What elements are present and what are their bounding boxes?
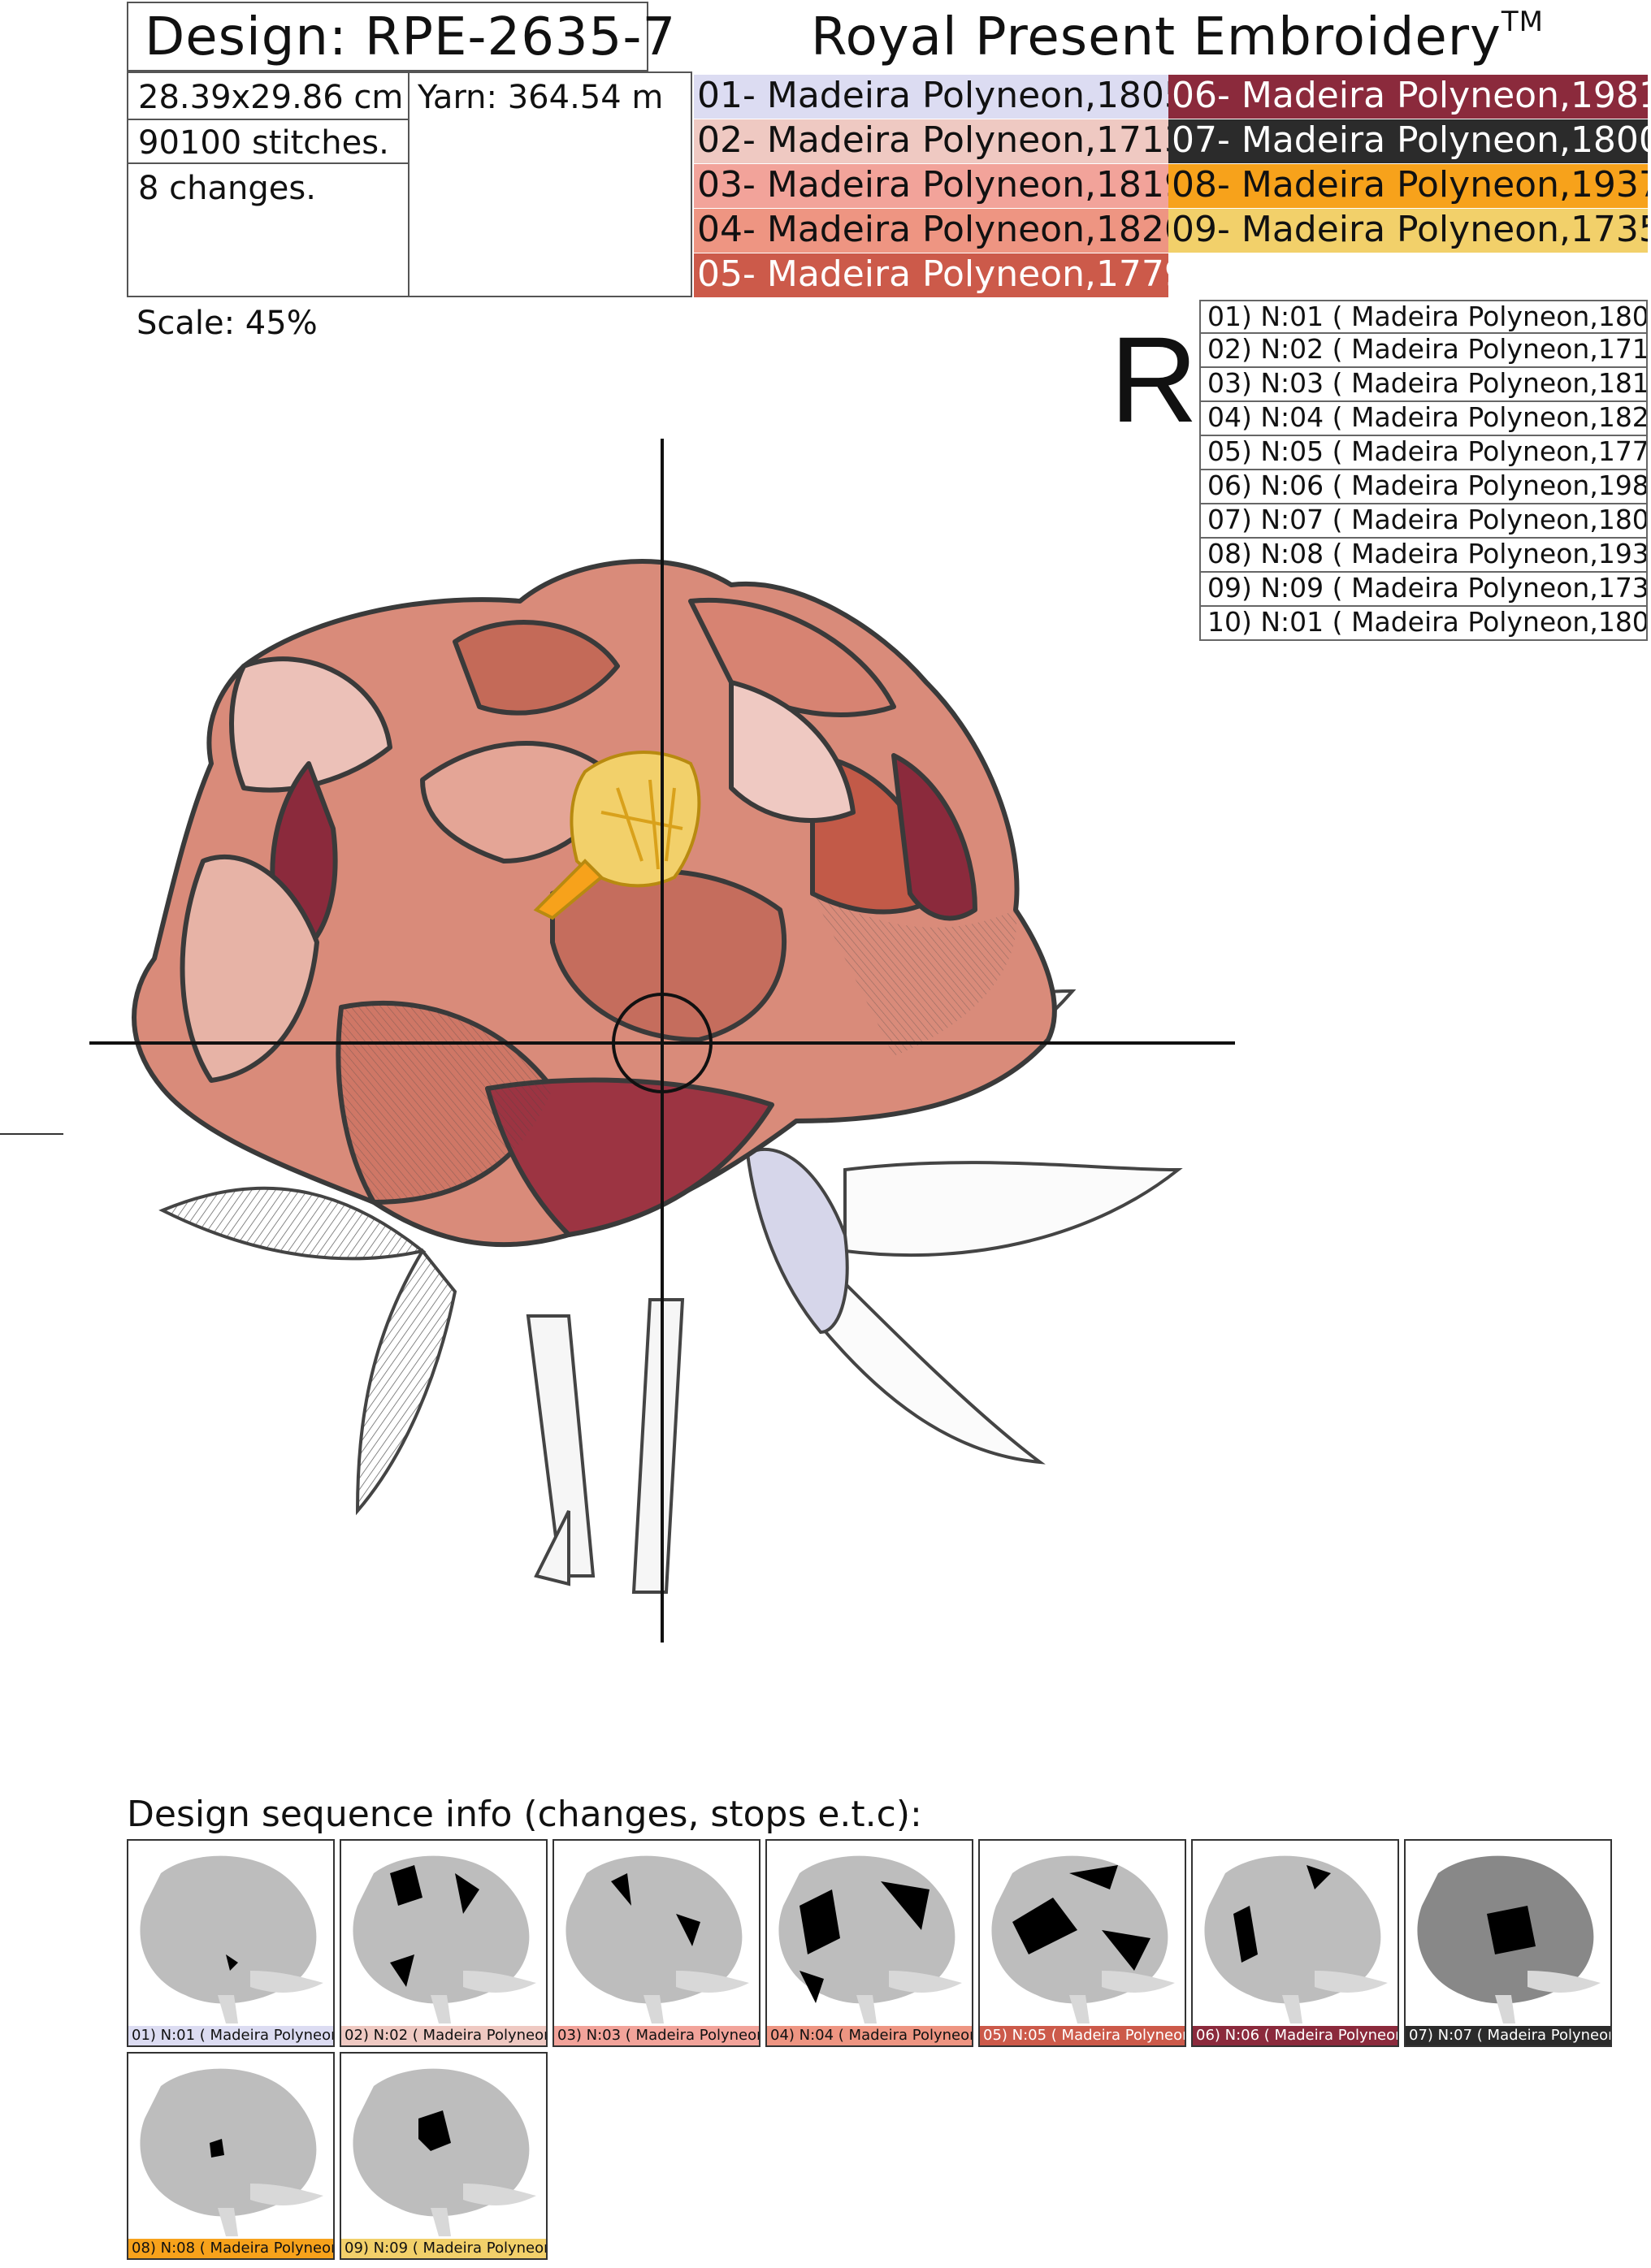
sequence-row: 10) N:01 ( Madeira Polyneon,1805) xyxy=(1199,607,1648,641)
palette-color-7: 07- Madeira Polyneon,1800 xyxy=(1168,119,1648,164)
sequence-thumbnail: 08) N:08 ( Madeira Polyneon xyxy=(127,2052,335,2260)
sequence-thumbnail: 01) N:01 ( Madeira Polyneon xyxy=(127,1839,335,2047)
palette-color-2: 02- Madeira Polyneon,1713 xyxy=(694,119,1168,164)
palette-color-5: 05- Madeira Polyneon,1779 xyxy=(694,253,1168,298)
shading-hatch xyxy=(338,894,1017,1202)
thumbnail-caption: 09) N:09 ( Madeira Polyneon xyxy=(341,2239,546,2258)
palette-color-3: 03- Madeira Polyneon,1819 xyxy=(694,164,1168,209)
thumbnail-preview xyxy=(1204,1855,1388,2023)
palette-color-9: 09- Madeira Polyneon,1735 xyxy=(1168,209,1648,253)
sequence-row: 07) N:07 ( Madeira Polyneon,1800) xyxy=(1199,504,1648,539)
sequence-thumbnail: 03) N:03 ( Madeira Polyneon xyxy=(552,1839,760,2047)
rotation-mark: R xyxy=(1110,311,1198,448)
left-tick xyxy=(0,1133,63,1135)
thumbnail-caption: 02) N:02 ( Madeira Polyneon xyxy=(341,2026,546,2045)
flower-stamens xyxy=(533,751,701,920)
stitch-count: 90100 stitches. xyxy=(138,124,389,162)
thumbnail-caption: 05) N:05 ( Madeira Polyneon xyxy=(980,2026,1185,2045)
scale-label: Scale: 45% xyxy=(136,305,318,342)
color-sequence-list: 01) N:01 ( Madeira Polyneon,1805)02) N:0… xyxy=(1199,300,1648,641)
sequence-thumbnail: 07) N:07 ( Madeira Polyneon xyxy=(1404,1839,1612,2047)
sequence-thumbnail: 06) N:06 ( Madeira Polyneon xyxy=(1191,1839,1399,2047)
sequence-title: Design sequence info (changes, stops e.t… xyxy=(127,1794,922,1835)
thumbnail-caption: 07) N:07 ( Madeira Polyneon xyxy=(1406,2026,1610,2045)
thumbnail-caption: 01) N:01 ( Madeira Polyneon xyxy=(128,2026,333,2045)
sequence-row: 05) N:05 ( Madeira Polyneon,1779) xyxy=(1199,436,1648,470)
thumbnail-caption: 08) N:08 ( Madeira Polyneon xyxy=(128,2239,333,2258)
stems xyxy=(526,1298,685,1594)
sequence-row: 04) N:04 ( Madeira Polyneon,1820) xyxy=(1199,402,1648,436)
color-change-count: 8 changes. xyxy=(138,170,316,207)
sequence-row: 02) N:02 ( Madeira Polyneon,1713) xyxy=(1199,334,1648,368)
thumbnail-caption: 04) N:04 ( Madeira Polyneon xyxy=(767,2026,972,2045)
sequence-row: 01) N:01 ( Madeira Polyneon,1805) xyxy=(1199,300,1648,334)
thumbnail-preview xyxy=(353,1855,536,2023)
sequence-row: 09) N:09 ( Madeira Polyneon,1735) xyxy=(1199,573,1648,607)
palette-color-6: 06- Madeira Polyneon,1981 xyxy=(1168,75,1648,119)
thumbnail-preview xyxy=(566,1855,749,2023)
palette-color-8: 08- Madeira Polyneon,1937 xyxy=(1168,164,1648,209)
info-block xyxy=(127,71,692,297)
palette-color-1: 01- Madeira Polyneon,1805 xyxy=(694,75,1168,119)
sequence-thumbnail: 05) N:05 ( Madeira Polyneon xyxy=(978,1839,1186,2047)
design-title: Design: RPE-2635-7 xyxy=(145,7,677,67)
design-size: 28.39x29.86 cm xyxy=(138,79,404,116)
sequence-thumbnail: 04) N:04 ( Madeira Polyneon xyxy=(765,1839,973,2047)
header-table xyxy=(127,2,648,71)
center-crosshair xyxy=(89,439,1235,1643)
thumbnail-preview xyxy=(140,1855,323,2023)
thumbnail-preview xyxy=(991,1855,1175,2023)
sequence-row: 08) N:08 ( Madeira Polyneon,1937) xyxy=(1199,539,1648,573)
peony-flower xyxy=(132,559,1057,1248)
sequence-row: 03) N:03 ( Madeira Polyneon,1819) xyxy=(1199,368,1648,402)
thumbnail-preview xyxy=(778,1855,962,2023)
yarn-length: Yarn: 364.54 m xyxy=(418,79,664,116)
sequence-thumbnail: 09) N:09 ( Madeira Polyneon xyxy=(340,2052,548,2260)
brand-name: Royal Present Embroidery xyxy=(811,7,1502,67)
thumbnail-caption: 03) N:03 ( Madeira Polyneon xyxy=(554,2026,759,2045)
trademark-mark: TM xyxy=(1501,6,1544,38)
thumbnail-caption: 06) N:06 ( Madeira Polyneon xyxy=(1193,2026,1398,2045)
thumbnail-preview xyxy=(140,2068,323,2236)
thumbnail-preview xyxy=(353,2068,536,2236)
sequence-row: 06) N:06 ( Madeira Polyneon,1981) xyxy=(1199,470,1648,504)
thumbnail-preview xyxy=(1417,1855,1601,2023)
palette-color-4: 04- Madeira Polyneon,1820 xyxy=(694,209,1168,253)
brand-title: Royal Present EmbroideryTM xyxy=(811,8,1544,63)
sequence-thumbnail: 02) N:02 ( Madeira Polyneon xyxy=(340,1839,548,2047)
design-preview xyxy=(89,439,1235,1643)
